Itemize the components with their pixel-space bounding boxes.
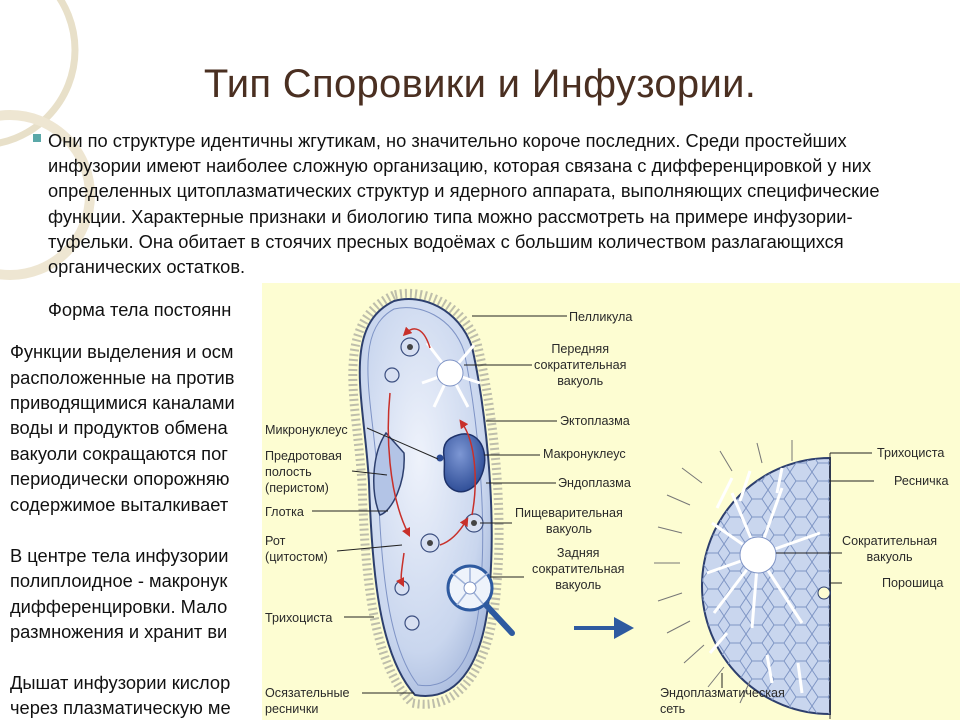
magnified-section xyxy=(654,440,831,719)
oral-groove-shape xyxy=(373,431,405,516)
left-text-line: приводящимися каналами xyxy=(10,392,235,413)
left-text-line: периодически опорожняю xyxy=(10,468,230,489)
cyclosis-arrows xyxy=(387,326,476,588)
label-endoplasmic-net: Эндоплазматическая сеть xyxy=(660,686,785,716)
posterior-vacuole-shape xyxy=(446,564,515,636)
label-pore: Порошица xyxy=(882,576,944,590)
diagram-drawing xyxy=(312,288,874,719)
zoom-arrow xyxy=(574,617,634,639)
label-micronucleus: Микронуклеус xyxy=(265,423,348,437)
label-endoplasm: Эндоплазма xyxy=(558,476,631,490)
intro-paragraph: Они по структуре идентичны жгутикам, но … xyxy=(48,130,880,278)
label-anterior-contractile-vacuole: Передняя сократительная вакуоль xyxy=(534,342,627,388)
left-text-line: Функции выделения и осм xyxy=(10,341,234,362)
label-macronucleus: Макронуклеус xyxy=(543,447,626,461)
left-text-line: В центре тела инфузории xyxy=(10,545,229,566)
left-text-line: содержимое выталкивает xyxy=(10,494,229,515)
leader-lines-left xyxy=(312,315,567,694)
label-trichocyst-left: Трихоциста xyxy=(265,611,333,625)
body-form-line: Форма тела постоянн xyxy=(48,299,232,320)
label-contractile-vacuole: Сократительная вакуоль xyxy=(842,534,938,564)
slide-title: Тип Споровики и Инфузории. xyxy=(203,62,757,106)
left-text-line: через плазматическую ме xyxy=(10,697,231,718)
label-trichocyst-right: Трихоциста xyxy=(877,446,945,460)
left-text-line: расположенные на против xyxy=(10,367,235,388)
label-pharynx: Глотка xyxy=(265,505,304,519)
label-oral-groove: Предротовая полость (перистом) xyxy=(265,449,342,495)
anterior-vacuole-shape xyxy=(421,342,481,408)
paramecium-diagram: Пелликула Передняя сократительная вакуол… xyxy=(262,283,960,720)
label-mouth: Рот (цитостом) xyxy=(265,534,328,564)
label-food-vacuole: Пищеварительная вакуоль xyxy=(515,506,623,536)
cilia-magnified xyxy=(654,440,793,704)
decorative-rings xyxy=(0,0,95,280)
label-sensory-cilia: Осязательные реснички xyxy=(265,686,350,716)
leader-lines-right xyxy=(721,452,874,688)
left-text-line: дифференцировки. Мало xyxy=(10,596,228,617)
left-text-line: полиплоидное - макронук xyxy=(10,570,228,591)
label-cilium: Ресничка xyxy=(894,474,949,488)
left-text-line: вакуоли сокращаются пог xyxy=(10,443,228,464)
left-text-line: Дышат инфузории кислор xyxy=(10,672,231,693)
label-posterior-contractile-vacuole: Задняя сократительная вакуоль xyxy=(532,546,625,592)
left-text-line: размножения и хранит ви xyxy=(10,621,228,642)
label-pellicle: Пелликула xyxy=(569,310,633,324)
left-text-line: воды и продуктов обмена xyxy=(10,417,228,438)
label-ectoplasm: Эктоплазма xyxy=(560,414,630,428)
bullet-marker xyxy=(33,134,41,142)
